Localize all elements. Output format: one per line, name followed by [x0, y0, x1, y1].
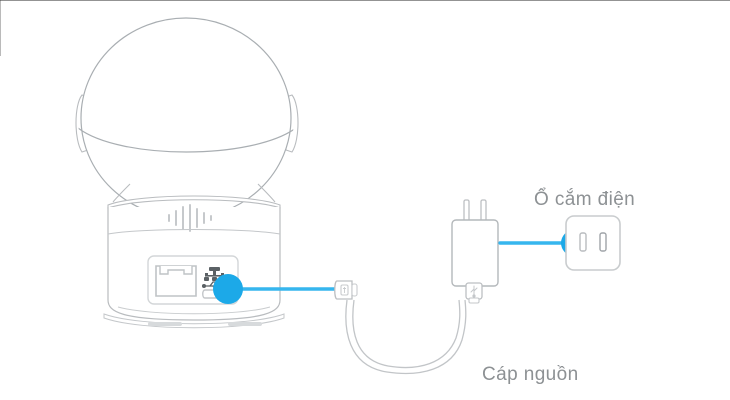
callout-marker-camera-port [213, 274, 243, 304]
outlet-slot-left [579, 232, 587, 252]
power-adapter [451, 199, 499, 304]
power-cable [334, 280, 467, 375]
prong-left [463, 199, 470, 223]
wall-outlet[interactable] [565, 215, 621, 271]
adapter-body [451, 219, 499, 287]
outlet-slot-right [599, 232, 607, 252]
canvas-left-edge [0, 0, 1, 56]
adapter-usb-output [465, 282, 483, 300]
label-wall-outlet: Ổ cắm điện [534, 189, 636, 210]
label-power-cable: Cáp nguồn [482, 364, 579, 385]
security-camera [75, 17, 299, 329]
ethernet-port[interactable] [155, 265, 197, 297]
callout-camera-power-port [213, 274, 336, 304]
rubber-foot-left [148, 322, 182, 326]
rubber-foot-right [228, 322, 262, 326]
camera-head [78, 17, 294, 219]
micro-usb-connector-camera-end [334, 280, 358, 300]
speaker-grille [168, 204, 212, 232]
canvas-top-edge [0, 0, 730, 1]
prong-right [480, 199, 487, 223]
